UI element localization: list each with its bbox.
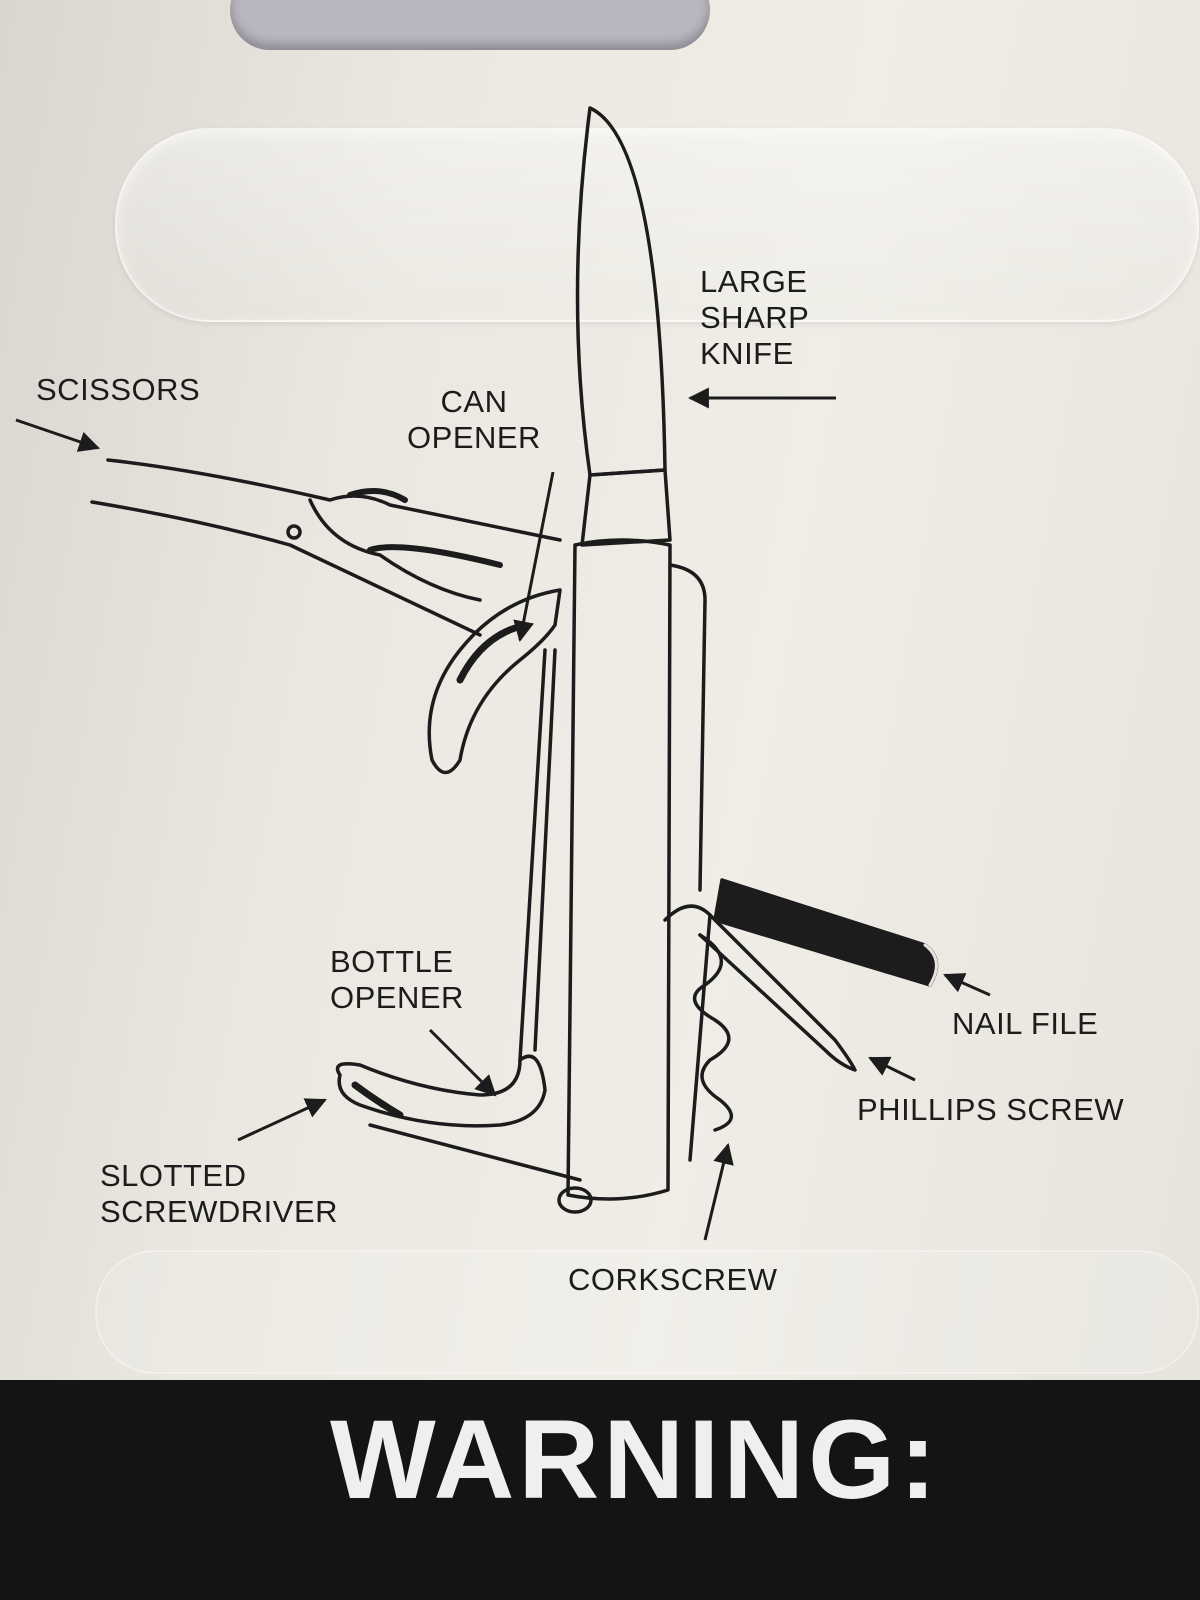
arrow-corkscrew: [703, 1142, 734, 1241]
label-scissors: SCISSORS: [36, 372, 201, 407]
scissors-handle: [308, 498, 482, 602]
label-knife-line3: KNIFE: [700, 336, 794, 371]
label-slotted-line2: SCREWDRIVER: [100, 1194, 339, 1229]
label-corkscrew: CORKSCREW: [568, 1262, 778, 1297]
knife-blade: [575, 106, 667, 477]
label-nail-file: NAIL FILE: [952, 1006, 1099, 1041]
arrow-scissors: [15, 418, 100, 452]
blister-bottom: [95, 1250, 1199, 1374]
can-opener-notch: [456, 624, 519, 684]
label-can-opener-line2: OPENER: [407, 420, 541, 455]
label-knife-line2: SHARP: [700, 300, 810, 335]
scissors-spring: [347, 488, 408, 503]
warning-heading: WARNING:: [330, 1397, 941, 1522]
tool-body-side: [668, 563, 707, 892]
corkscrew-coil: [692, 933, 733, 1132]
scissors-blade-top: [106, 458, 562, 542]
scissors-blade-bottom: [90, 500, 482, 637]
screwdriver-slot: [351, 1081, 404, 1119]
arrow-can-opener: [513, 471, 555, 643]
nail-file-tip: [923, 943, 938, 987]
hang-hole: [230, 0, 710, 50]
can-opener: [427, 588, 562, 775]
nail-file: [713, 878, 939, 987]
scissors-spring-2: [367, 544, 503, 568]
label-knife-line1: LARGE: [700, 264, 808, 299]
scissors-pivot: [286, 524, 302, 540]
bottle-opener: [335, 1054, 547, 1128]
label-can-opener: CAN OPENER: [385, 384, 563, 456]
label-slotted-screwdriver: SLOTTED SCREWDRIVER: [100, 1158, 338, 1230]
arrow-phillips: [868, 1056, 916, 1082]
label-phillips-screw: PHILLIPS SCREW: [857, 1092, 1125, 1127]
label-bottle-opener: BOTTLE OPENER: [330, 944, 464, 1016]
corkscrew-arm: [663, 904, 712, 1162]
blister-top: [115, 128, 1199, 322]
warning-band: [0, 1380, 1200, 1600]
label-slotted-line1: SLOTTED: [100, 1158, 247, 1193]
key-ring: [557, 1186, 593, 1214]
label-large-sharp-knife: LARGE SHARP KNIFE: [700, 264, 809, 372]
arrow-slotted-screwdriver: [237, 1098, 327, 1142]
label-bottle-opener-line1: BOTTLE: [330, 944, 454, 979]
tool-body: [566, 538, 672, 1201]
label-bottle-opener-line2: OPENER: [330, 980, 464, 1015]
knife-bolster: [580, 468, 672, 547]
screwdriver-shaft: [368, 1123, 582, 1182]
back-spring: [518, 648, 557, 1062]
arrow-bottle-opener: [428, 1028, 497, 1097]
phillips-screwdriver: [698, 913, 857, 1072]
arrow-nail-file: [943, 973, 991, 997]
label-can-opener-line1: CAN: [440, 384, 508, 419]
